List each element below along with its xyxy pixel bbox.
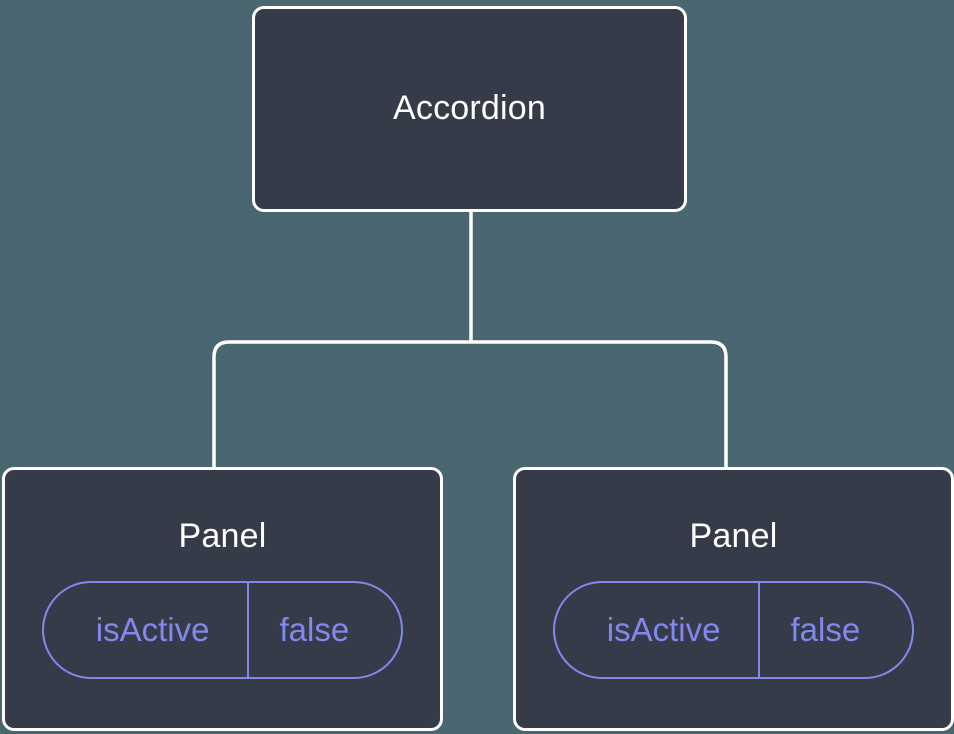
node-accordion-label: Accordion xyxy=(393,89,546,128)
edge-to-panel-1 xyxy=(212,340,471,471)
prop-value-is-active: false xyxy=(247,583,401,678)
prop-value-is-active: false xyxy=(758,583,912,678)
node-panel-1[interactable]: Panel isActive false xyxy=(2,467,443,731)
node-accordion[interactable]: Accordion xyxy=(252,6,687,212)
node-panel-2[interactable]: Panel isActive false xyxy=(513,467,954,731)
prop-key-is-active: isActive xyxy=(606,611,721,649)
edge-to-panel-2 xyxy=(471,340,728,471)
prop-badge-panel-1[interactable]: isActive false xyxy=(41,581,404,680)
node-panel-1-label: Panel xyxy=(178,517,267,555)
prop-badge-panel-2[interactable]: isActive false xyxy=(552,581,915,680)
node-panel-2-label: Panel xyxy=(689,517,778,555)
prop-key-is-active: isActive xyxy=(95,611,210,649)
